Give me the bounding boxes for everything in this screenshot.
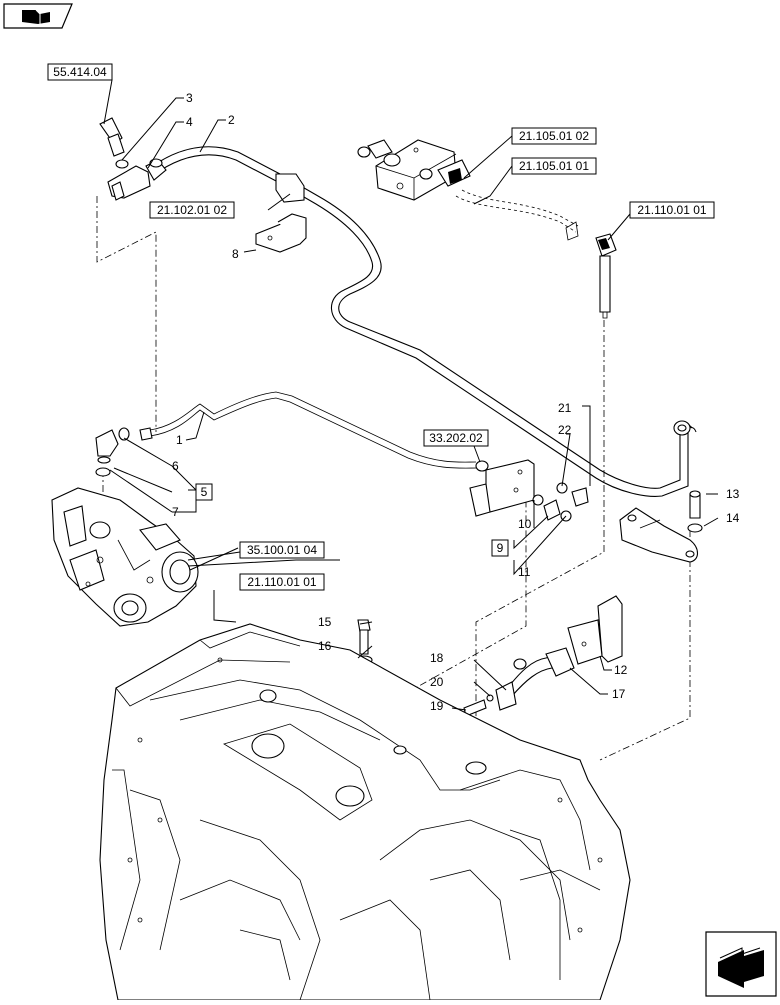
- reference-label-21-105-01-02[interactable]: 21.105.01 02: [511, 127, 597, 145]
- part-number-11: 11: [518, 565, 531, 579]
- part-number-10: 10: [518, 517, 532, 531]
- part-number-3: 3: [186, 91, 193, 105]
- part-number-5: 5: [201, 485, 208, 499]
- sensor-vertical: [595, 233, 617, 319]
- part-number-17: 17: [612, 687, 626, 701]
- reference-label-21-105-01-01[interactable]: 21.105.01 01: [511, 157, 597, 175]
- valve-block: [357, 139, 471, 201]
- bracket-8: [255, 213, 307, 253]
- bracket-12-tube-17: [463, 595, 623, 717]
- part-number-6: 6: [172, 459, 179, 473]
- svg-text:35.100.01 04: 35.100.01 04: [247, 543, 317, 557]
- part-number-8: 8: [232, 247, 239, 261]
- tube-1: [139, 391, 489, 472]
- svg-text:21.102.01 02: 21.102.01 02: [157, 203, 227, 217]
- part-number-18: 18: [430, 651, 444, 665]
- part-number-13: 13: [726, 487, 740, 501]
- svg-text:33.202.02: 33.202.02: [429, 431, 483, 445]
- part-number-22: 22: [558, 423, 572, 437]
- reference-label-35-100-01-04[interactable]: 35.100.01 04: [239, 541, 325, 559]
- part-number-7: 7: [172, 505, 179, 519]
- reference-label-21-102-01-02[interactable]: 21.102.01 02: [149, 201, 235, 219]
- hose-dashed: [455, 189, 579, 241]
- hydraulic-pump: [51, 487, 199, 627]
- reference-label-55-414-04[interactable]: 55.414.04: [47, 63, 113, 81]
- elbow-fitting: [95, 427, 130, 477]
- part-number-4: 4: [186, 115, 193, 129]
- part-number-20: 20: [430, 675, 444, 689]
- reference-label-21-110-01-01-bottom[interactable]: 21.110.01 01: [239, 573, 325, 591]
- svg-text:55.414.04: 55.414.04: [53, 65, 107, 79]
- part-number-14: 14: [726, 511, 740, 525]
- svg-text:21.110.01 01: 21.110.01 01: [637, 203, 707, 217]
- tube-2: [149, 146, 697, 497]
- part-number-16: 16: [318, 639, 332, 653]
- svg-text:21.105.01 01: 21.105.01 01: [519, 159, 589, 173]
- part-leaders: [103, 79, 719, 711]
- part-number-5-box: [195, 483, 213, 501]
- part-number-21: 21: [558, 401, 572, 415]
- fittings-center: [532, 482, 589, 522]
- part-number-2: 2: [228, 113, 235, 127]
- part-number-1: 1: [176, 433, 183, 447]
- book-open-icon[interactable]: [3, 3, 73, 29]
- fitting-assembly-3-4: [99, 117, 167, 201]
- part-number-19: 19: [430, 699, 444, 713]
- next-page-arrow-icon[interactable]: [705, 931, 777, 997]
- part-number-12: 12: [614, 663, 628, 677]
- svg-text:21.110.01 01: 21.110.01 01: [247, 575, 317, 589]
- part-number-15: 15: [318, 615, 332, 629]
- reference-label-33-202-02[interactable]: 33.202.02: [423, 429, 489, 447]
- part-number-9: 9: [497, 541, 504, 555]
- part-number-9-box: [491, 539, 509, 557]
- reference-label-21-110-01-01-top[interactable]: 21.110.01 01: [629, 201, 715, 219]
- svg-text:21.105.01 02: 21.105.01 02: [519, 129, 589, 143]
- transmission-housing: [99, 623, 631, 1001]
- clamp-13-14: [619, 490, 703, 563]
